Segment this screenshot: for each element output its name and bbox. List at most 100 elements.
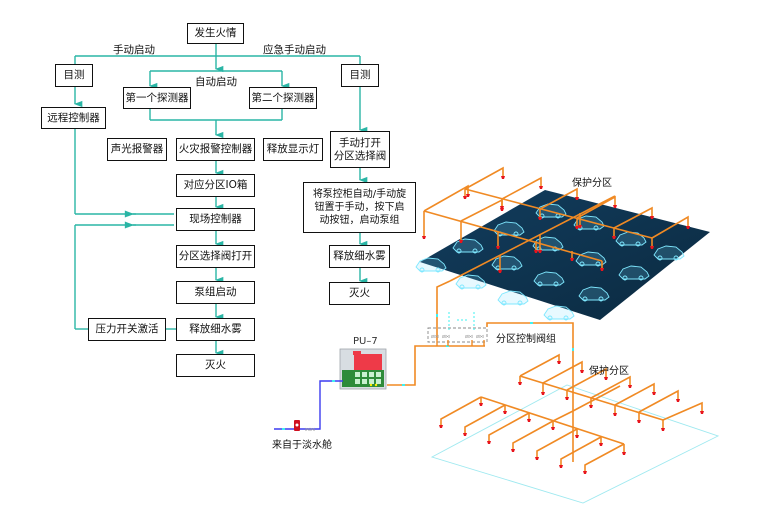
box-detector-1: 第一个探测器 <box>123 87 191 109</box>
nozzle-icon <box>600 268 604 271</box>
car-wheel <box>638 275 644 281</box>
branch-pipe <box>584 443 625 471</box>
nozzle-icon <box>487 441 491 444</box>
box-observe-manual: 目测 <box>55 64 93 87</box>
branch-pipe <box>651 215 689 239</box>
label-emergency-manual-start: 应急手动启动 <box>263 44 326 56</box>
nozzle-icon <box>479 403 483 406</box>
car-wheel <box>459 284 465 290</box>
car-wheel <box>593 225 599 231</box>
nozzle-icon <box>612 236 616 239</box>
flow-connectors <box>73 44 368 357</box>
nozzle-icon <box>422 236 426 239</box>
nozzle-icon <box>650 216 654 219</box>
nozzle-icon <box>589 405 593 408</box>
nozzle-icon <box>613 205 617 208</box>
nozzle-icon <box>496 246 500 249</box>
box-field-controller: 现场控制器 <box>176 208 255 231</box>
label-auto-start: 自动启动 <box>195 76 237 88</box>
box-pump-cabinet-instruction: 将泵控柜自动/手动旋 钮置于手动，按下启 动按钮，启动泵组 <box>303 182 416 233</box>
svg-text:ø⋈: ø⋈ <box>442 334 450 340</box>
branch-pipe <box>638 389 679 413</box>
branch-pipe <box>464 404 506 433</box>
nozzle-icon <box>676 399 680 402</box>
nozzle-icon <box>650 246 654 249</box>
box-observe-emergency: 目测 <box>341 64 379 87</box>
branch-pipe <box>613 206 653 229</box>
branch-pipe <box>662 401 703 421</box>
branch-pipe <box>536 428 578 457</box>
nozzle-icon <box>557 361 561 364</box>
box-extinguish: 灭火 <box>176 354 255 377</box>
box-zone-valve-open: 分区选择阀打开 <box>176 245 255 268</box>
nozzle-icon <box>628 385 632 388</box>
water-source-label: 来自于淡水舱 <box>272 440 332 451</box>
branch-pipe <box>560 436 602 465</box>
inlet-valve-icon: ⋈⋈ <box>294 420 315 433</box>
box-zone-io-box: 对应分区IO箱 <box>176 174 255 197</box>
nozzles-bottom <box>439 361 704 474</box>
box-extinguish-emergency: 灭火 <box>329 282 390 305</box>
nozzle-icon <box>652 392 656 395</box>
nozzle-icon <box>604 377 608 380</box>
nozzle-icon <box>686 226 690 229</box>
svg-text:⋈⋈: ⋈⋈ <box>305 427 315 433</box>
nozzle-icon <box>570 258 574 261</box>
nozzle-icon <box>580 370 584 373</box>
car-wheel <box>579 261 585 267</box>
protection-zone-label-top: 保护分区 <box>572 178 612 189</box>
nozzle-icon <box>599 443 603 446</box>
car-wheel <box>547 315 553 321</box>
nozzle-icon <box>578 225 582 228</box>
branch-pipe <box>440 396 482 425</box>
box-audible-visual-alarm: 声光报警器 <box>107 138 167 161</box>
nozzle-icon <box>501 176 505 179</box>
car-wheel <box>511 265 517 271</box>
nozzle-icon <box>518 382 522 385</box>
nozzle-icon <box>559 465 563 468</box>
valve-group-label: 分区控制阀组 <box>496 334 556 345</box>
nozzle-icon <box>500 208 504 211</box>
branch-pipe <box>423 184 469 212</box>
main-branch-pipe <box>449 195 616 282</box>
nozzle-icon <box>463 196 467 199</box>
nozzle-icon <box>538 250 542 253</box>
car-wheel <box>595 261 601 267</box>
branch-pipe <box>512 420 554 449</box>
pipe-network-bottom <box>440 353 703 471</box>
box-fire-occurs: 发生火情 <box>187 23 244 44</box>
main-pipes <box>387 280 574 462</box>
nozzle-icon <box>463 433 467 436</box>
pump-unit-label: PU–7 <box>353 336 378 347</box>
nozzle-icon <box>466 194 470 197</box>
nozzle-icon <box>637 420 641 423</box>
branch-pipe <box>501 176 542 200</box>
branch-pipe <box>542 360 583 384</box>
inlet-marker <box>282 428 285 430</box>
nozzle-icon <box>498 270 502 273</box>
nozzle-icon <box>613 413 617 416</box>
car-wheel <box>501 300 507 306</box>
branch-pipe <box>590 375 631 399</box>
car-wheel <box>517 300 523 306</box>
box-detector-2: 第二个探测器 <box>249 87 317 109</box>
car-wheel <box>598 296 604 302</box>
nozzle-icon <box>538 217 542 220</box>
nozzle-icon <box>534 250 538 253</box>
car-wheel <box>622 275 628 281</box>
box-manual-open-valve: 手动打开 分区选择阀 <box>330 131 390 168</box>
nozzle-icon <box>583 471 587 474</box>
branch-pipe <box>464 166 504 190</box>
branch-pipe <box>519 353 560 377</box>
car-wheel <box>657 255 663 261</box>
box-fire-alarm-controller: 火灾报警控制器 <box>176 138 255 161</box>
label-manual-start: 手动启动 <box>113 44 155 56</box>
pipe-network-top <box>423 166 689 282</box>
car-wheel <box>419 267 425 273</box>
car-wheel <box>456 248 462 254</box>
main-branch-pipe <box>464 188 653 239</box>
nozzle-icon <box>551 427 555 430</box>
box-pressure-switch: 压力开关激活 <box>88 318 166 341</box>
box-remote-controller: 远程控制器 <box>41 107 106 129</box>
